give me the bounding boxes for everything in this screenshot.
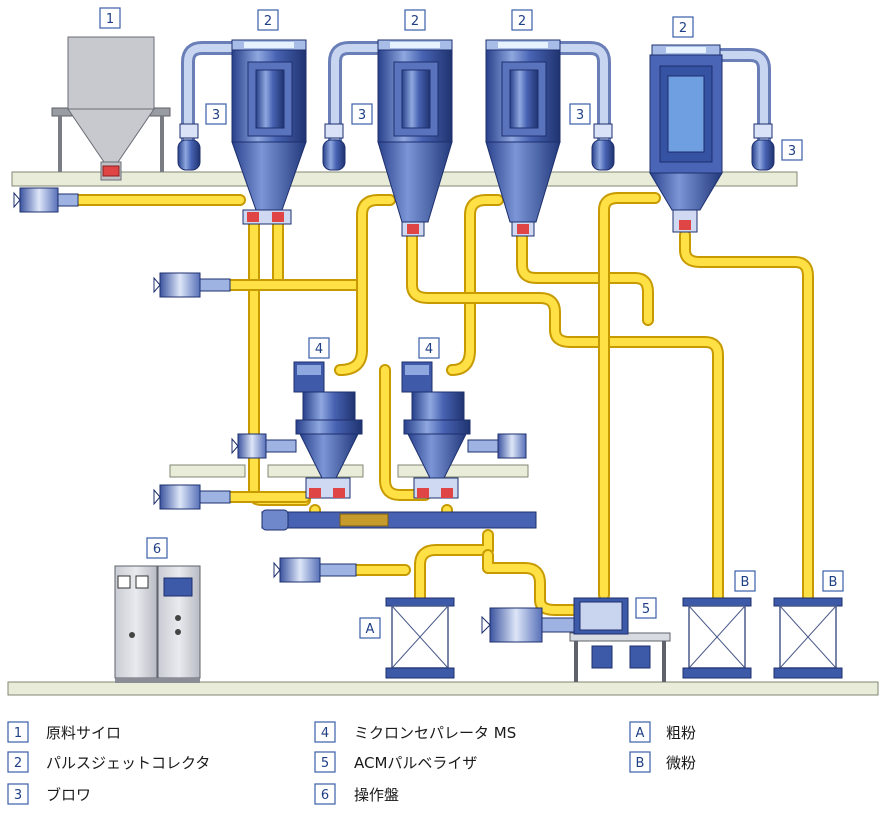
legend-key: 3 (14, 788, 22, 803)
label-fine-text: B (829, 575, 838, 590)
blower-right (591, 123, 615, 171)
legend-key: 1 (14, 726, 22, 741)
label-blower-text: 3 (576, 108, 584, 123)
label-collector-text: 2 (411, 14, 419, 29)
legend-item-3: 3 ブロワ (7, 783, 91, 805)
transport-pipes (69, 192, 814, 616)
legend-text: 操作盤 (354, 786, 399, 804)
micron-separator-right (401, 361, 471, 499)
label-collector-1: 2 (257, 9, 279, 31)
label-separator-text: 4 (315, 342, 323, 357)
legend-item-B: B 微粉 (629, 751, 696, 773)
legend-item-6: 6 操作盤 (314, 783, 399, 805)
pulse-jet-collector-1 (231, 39, 307, 225)
label-separator-2: 4 (418, 337, 440, 359)
label-blower-1: 3 (205, 103, 227, 125)
legend-text: 粗粉 (666, 724, 696, 742)
legend-text: ブロワ (46, 786, 91, 804)
pulse-jet-collector-4 (649, 44, 723, 233)
legend-key: 2 (14, 756, 22, 771)
label-blower-text: 3 (212, 108, 220, 123)
label-coarse-text: A (366, 622, 375, 637)
legend-item-1: 1 原料サイロ (7, 721, 121, 743)
air-ducts (181, 41, 771, 147)
label-pulverizer: 5 (635, 597, 657, 619)
label-collector-text: 2 (264, 14, 272, 29)
legend-key: 5 (321, 756, 329, 771)
label-fine-2: B (822, 570, 844, 592)
label-blower-4: 3 (781, 139, 803, 161)
label-silo-text: 1 (106, 12, 114, 27)
label-separator-1: 4 (308, 337, 330, 359)
air-inlets (13, 187, 577, 643)
ground-floor (7, 681, 879, 696)
legend-key: A (636, 726, 645, 741)
mid-platform-right (397, 464, 529, 478)
label-collector-text: 2 (518, 14, 526, 29)
legend-text: 原料サイロ (46, 724, 121, 742)
label-pulverizer-text: 5 (642, 602, 650, 617)
mid-platform-center (267, 464, 364, 478)
label-coarse: A (359, 617, 381, 639)
legend: 1 原料サイロ 2 パルスジェットコレクタ 3 ブロワ 4 ミクロンセパレータ … (7, 721, 696, 805)
legend-item-A: A 粗粉 (629, 721, 696, 743)
mid-platform-left (169, 464, 246, 478)
legend-text: パルスジェットコレクタ (46, 754, 210, 772)
fine-powder-bag-2 (773, 597, 843, 679)
legend-key: B (636, 756, 645, 771)
legend-text: ミクロンセパレータ MS (354, 724, 516, 742)
label-separator-text: 4 (425, 342, 433, 357)
label-panel-text: 6 (153, 542, 161, 557)
label-collector-2: 2 (404, 9, 426, 31)
blower-left (177, 123, 201, 171)
micron-separator-left (293, 361, 363, 499)
legend-item-5: 5 ACMパルベライザ (314, 751, 477, 773)
label-blower-2: 3 (351, 103, 373, 125)
label-collector-3: 2 (511, 9, 533, 31)
label-blower-text: 3 (358, 108, 366, 123)
legend-key: 6 (321, 788, 329, 803)
blower-center (322, 123, 346, 171)
blower-far-right (751, 123, 775, 171)
legend-key: 4 (321, 726, 329, 741)
legend-item-4: 4 ミクロンセパレータ MS (314, 721, 516, 743)
label-fine-1: B (734, 570, 756, 592)
label-panel: 6 (146, 537, 168, 559)
legend-text: 微粉 (666, 754, 696, 772)
screw-conveyor (261, 509, 537, 531)
pulse-jet-collector-2 (377, 39, 453, 237)
pulse-jet-collector-3 (485, 39, 561, 237)
legend-text: ACMパルベライザ (354, 754, 477, 772)
label-fine-text: B (741, 575, 750, 590)
raw-material-silo (51, 36, 171, 181)
label-collector-text: 2 (679, 21, 687, 36)
legend-item-2: 2 パルスジェットコレクタ (7, 751, 210, 773)
label-silo: 1 (99, 7, 121, 29)
label-blower-text: 3 (788, 144, 796, 159)
label-collector-4: 2 (672, 16, 694, 38)
coarse-powder-bag (385, 597, 455, 679)
label-blower-3: 3 (569, 103, 591, 125)
acm-pulverizer (569, 597, 671, 682)
control-panel (114, 565, 201, 683)
fine-powder-bag-1 (682, 597, 752, 679)
